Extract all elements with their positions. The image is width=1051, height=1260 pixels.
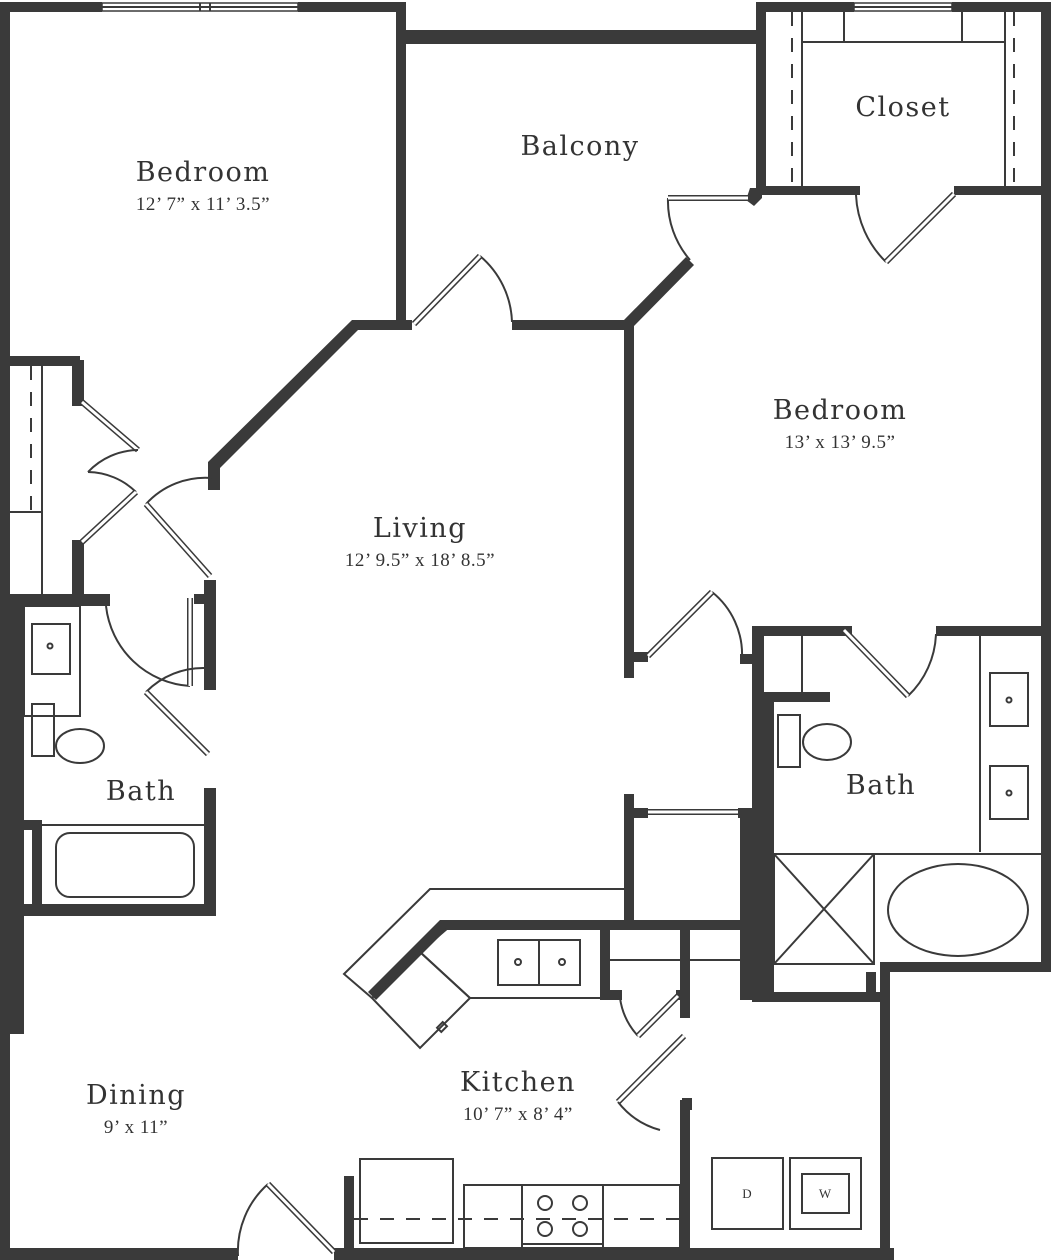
room-name: Closet — [855, 92, 951, 123]
room-label-living: Living 12’ 9.5” x 18’ 8.5” — [345, 513, 495, 572]
washer-label: W — [818, 1186, 832, 1201]
laundry-appliances — [711, 1157, 862, 1230]
room-name: Dining — [86, 1080, 186, 1111]
doors — [79, 191, 957, 1257]
room-name: Bath — [845, 770, 917, 801]
room-dimensions: 10’ 7” x 8’ 4” — [463, 1104, 573, 1125]
room-label-dining: Dining 9’ x 11” — [86, 1080, 186, 1139]
room-name: Bedroom — [772, 395, 908, 426]
room-dimensions: 13’ x 13’ 9.5” — [784, 432, 896, 453]
closet-shelving — [10, 12, 1015, 594]
room-name: Kitchen — [459, 1067, 577, 1098]
room-label-bath-2: Bath — [846, 770, 916, 801]
room-name: Balcony — [520, 131, 640, 162]
room-label-bedroom-2: Bedroom 13’ x 13’ 9.5” — [773, 395, 908, 454]
room-dimensions: 9’ x 11” — [103, 1117, 169, 1138]
bath-1-fixtures — [23, 605, 204, 898]
room-label-bedroom-1: Bedroom 12’ 7” x 11’ 3.5” — [136, 157, 271, 216]
room-name: Living — [372, 513, 468, 544]
windows — [101, 2, 953, 12]
dryer-label: D — [742, 1186, 752, 1201]
room-label-balcony: Balcony — [520, 131, 639, 162]
room-name: Bath — [105, 776, 177, 807]
room-dimensions: 12’ 7” x 11’ 3.5” — [135, 194, 271, 215]
kitchen-counters — [342, 888, 740, 1249]
room-label-closet: Closet — [855, 92, 950, 123]
bath-2-fixtures — [773, 636, 1041, 965]
room-label-kitchen: Kitchen 10’ 7” x 8’ 4” — [460, 1067, 576, 1126]
room-name: Bedroom — [135, 157, 271, 188]
room-label-bath-1: Bath — [106, 776, 176, 807]
room-dimensions: 12’ 9.5” x 18’ 8.5” — [344, 550, 496, 571]
